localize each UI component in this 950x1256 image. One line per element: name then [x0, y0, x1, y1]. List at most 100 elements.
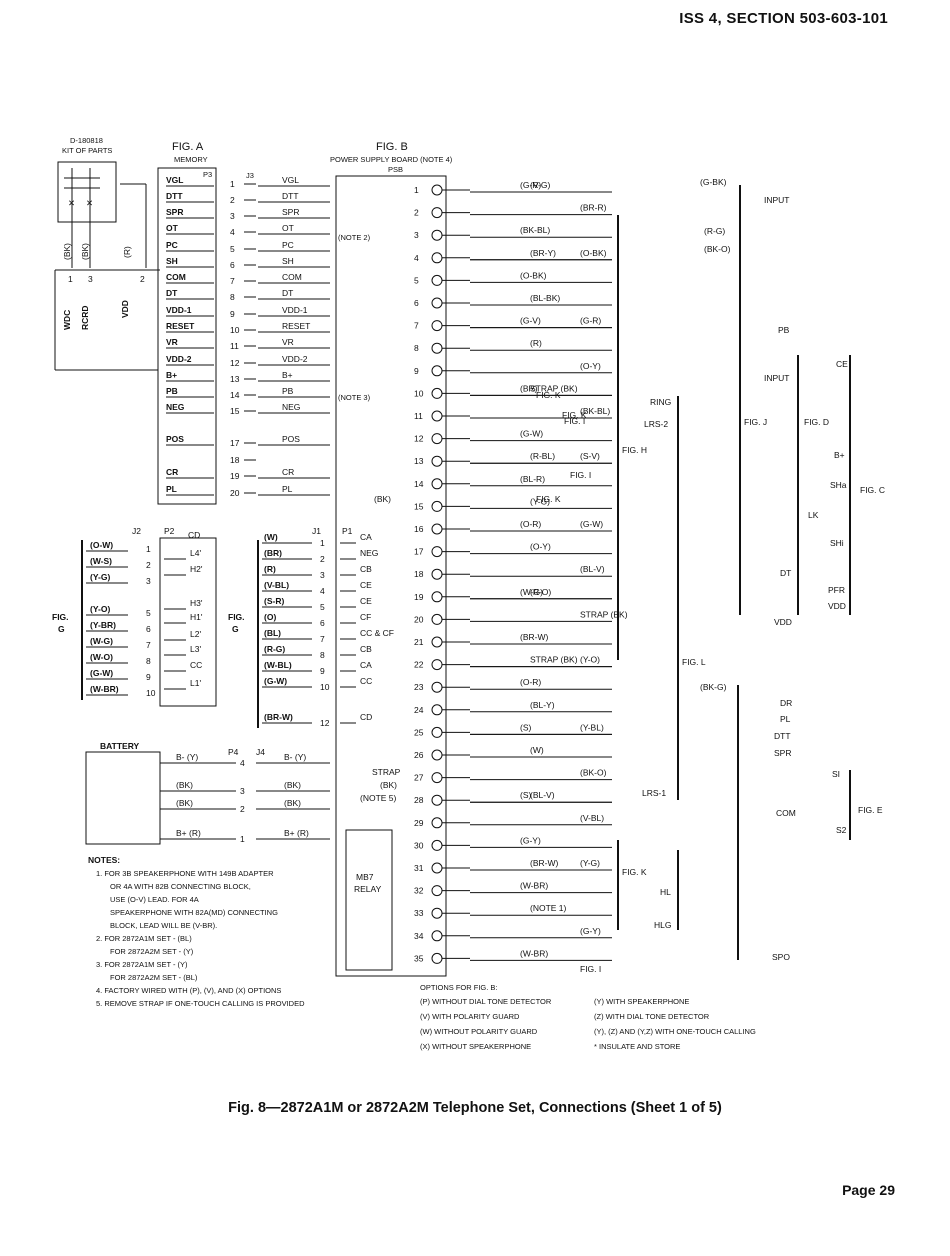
fig-a-p3: P3 — [203, 170, 212, 179]
p1-contact-label: CE — [360, 580, 372, 590]
note-line: FOR 2872A2M SET - (Y) — [110, 947, 194, 956]
terminal-connector-icon — [431, 433, 443, 445]
psb-terminal-number: 2 — [414, 208, 419, 218]
terminal-connector-icon — [431, 320, 443, 332]
note-line: BLOCK, LEAD WILL BE (V-BR). — [110, 921, 217, 930]
fig-c-ref: FIG. C — [860, 485, 885, 495]
kit-num-3: 3 — [88, 274, 93, 284]
terminal-connector-icon — [431, 184, 443, 196]
p1-contact-label: CC & CF — [360, 628, 394, 638]
psb-terminal-number: 15 — [414, 501, 424, 511]
psb-terminal-number: 34 — [414, 931, 424, 941]
output-terminal-label: INPUT — [764, 373, 790, 383]
lead-color-label: (BL-R) — [520, 474, 545, 484]
j2-lead-label: (W-BR) — [90, 684, 119, 694]
psb-terminal-number: 9 — [414, 366, 419, 376]
terminal-connector-icon — [431, 591, 443, 603]
p1-contact-label: CB — [360, 564, 372, 574]
fig-k-ref: FIG. K — [562, 410, 587, 420]
svg-text:G: G — [58, 624, 65, 634]
strap-color: (BK) — [380, 780, 397, 790]
output-terminal-label: SPR — [774, 748, 791, 758]
fig-a-j3: J3 — [246, 171, 254, 180]
fig-a-pin-label: PC — [166, 240, 178, 250]
figure-caption: Fig. 8—2872A1M or 2872A2M Telephone Set,… — [228, 1100, 722, 1116]
lead-color-label: (R) — [530, 338, 542, 348]
option-line: * INSULATE AND STORE — [594, 1042, 680, 1051]
battery-j4-label: (BK) — [284, 798, 301, 808]
lead-color-label: (W) — [530, 745, 544, 755]
battery-j4-label: B+ (R) — [284, 828, 309, 838]
output-terminal-label: SPO — [772, 952, 790, 962]
psb-terminal-number: 28 — [414, 795, 424, 805]
lead-color-label: (O-BK) — [580, 248, 607, 258]
j1-lead-label: (G-W) — [264, 676, 287, 686]
fig-a-pin-number: 5 — [230, 244, 235, 254]
fig-a-pin-number: 4 — [230, 227, 235, 237]
terminal-connector-icon — [431, 252, 443, 264]
j2-lead-label: (O-W) — [90, 540, 113, 550]
psb-terminal-number: 5 — [414, 275, 419, 285]
j1-pin-number: 12 — [320, 718, 330, 728]
fig-a-pin-number: 3 — [230, 211, 235, 221]
fig-a-j3-label: PL — [282, 484, 293, 494]
fig-j-ref: FIG. J — [744, 417, 767, 427]
psb-terminal-number: 25 — [414, 727, 424, 737]
j2-pin-number: 3 — [146, 576, 151, 586]
j1-lead-label: (W) — [264, 532, 278, 542]
lead-color-label: (BL-BK) — [530, 293, 560, 303]
fig-i-ref: FIG. I — [564, 416, 585, 426]
fig-a-j3-label: VDD-2 — [282, 354, 308, 364]
fig-b-subtitle: POWER SUPPLY BOARD (NOTE 4) — [330, 155, 453, 164]
terminal-connector-icon — [431, 772, 443, 784]
fig-a-pin-label: PB — [166, 386, 178, 396]
output-terminal-label: DR — [780, 698, 792, 708]
fig-g-cd: CD — [188, 530, 200, 540]
lead-color-label: (V-G) — [530, 180, 550, 190]
psb-terminal-number: 7 — [414, 321, 419, 331]
terminal-connector-icon — [431, 704, 443, 716]
kit-label-rcrd: RCRD — [80, 305, 90, 330]
notes-title: NOTES: — [88, 855, 120, 865]
fig-k-ref: FIG. K — [536, 390, 561, 400]
psb-terminal-number: 19 — [414, 592, 424, 602]
j1-pin-number: 5 — [320, 602, 325, 612]
fig-a-pin-number: 1 — [230, 179, 235, 189]
page-number: Page 29 — [842, 1182, 895, 1198]
j1-lead-label: (W-BL) — [264, 660, 292, 670]
fig-g-j2: FIG. G J2 P2 CD (O-W)1(W-S)2(Y-G)3(Y-O)5… — [52, 526, 217, 707]
terminal-connector-icon — [431, 726, 443, 738]
output-terminal-label: RING — [650, 397, 671, 407]
strap-label: STRAP — [372, 767, 401, 777]
output-terminal-label: HL — [660, 887, 671, 897]
j2-lead-label: (Y-BR) — [90, 620, 116, 630]
fig-a-pin-label: B+ — [166, 370, 177, 380]
terminal-connector-icon — [431, 681, 443, 693]
j1-pin-number: 1 — [320, 538, 325, 548]
lead-color-label: (R-G) — [704, 226, 725, 236]
option-line: (X) WITHOUT SPEAKERPHONE — [420, 1042, 531, 1051]
lead-color-label: (R-BL) — [530, 451, 555, 461]
psb-terminal-number: 31 — [414, 863, 424, 873]
lead-color-label: (Y-G) — [530, 496, 550, 506]
battery-block: BATTERY P4 J4 B- (Y)4B- (Y)(BK)3(BK)(BK)… — [85, 741, 330, 845]
p1-contact-label: CD — [360, 712, 372, 722]
psb-terminal-number: 33 — [414, 908, 424, 918]
fig-a-pin-number: 6 — [230, 260, 235, 270]
battery-lead-label: (BK) — [176, 780, 193, 790]
psb-terminal-number: 17 — [414, 547, 424, 557]
terminal-connector-icon — [431, 274, 443, 286]
fig-a-pin-number: 20 — [230, 488, 240, 498]
lead-color-label: (BK-BL) — [580, 406, 610, 416]
kit-of-parts: D-180818 KIT OF PARTS ✕✕ (BK) (BK) (R) 1… — [54, 136, 160, 371]
j1-pin-number: 6 — [320, 618, 325, 628]
psb-terminal-number: 20 — [414, 614, 424, 624]
output-terminal-label: S2 — [836, 825, 847, 835]
psb-terminal-number: 21 — [414, 637, 424, 647]
terminal-connector-icon — [431, 930, 443, 942]
notes-block: NOTES: 1. FOR 3B SPEAKERPHONE WITH 149B … — [88, 855, 305, 1008]
terminal-connector-icon — [431, 613, 443, 625]
j1-lead-label: (BR) — [264, 548, 282, 558]
note-line: 3. FOR 2872A1M SET - (Y) — [96, 960, 188, 969]
option-line: (Z) WITH DIAL TONE DETECTOR — [594, 1012, 710, 1021]
